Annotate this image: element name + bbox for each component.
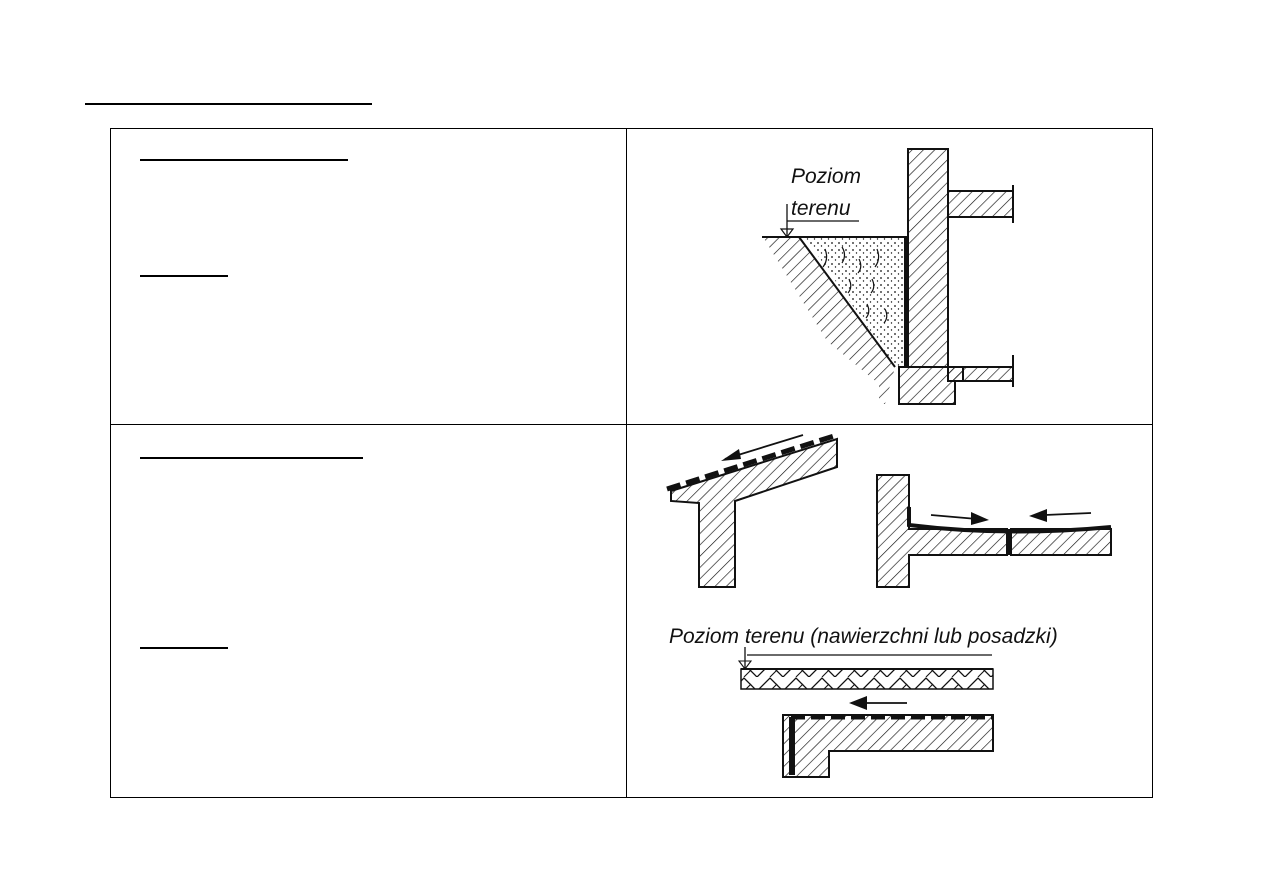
ground-surface-layer [740,668,994,690]
flat-roof-membrane [907,507,1112,534]
row1-subheading-underline [140,275,228,277]
ground-level-marker-icon [779,228,795,238]
table-frame [110,128,1153,798]
pitched-roof-section [670,437,838,588]
foundation-wall-drawing: Poziom terenu [762,148,1014,405]
backfill-fill [805,237,905,367]
pitched-roof-membrane [666,432,838,492]
excavation-slope-line [798,236,896,368]
underground-slab [782,714,994,778]
wall-waterproofing [904,237,909,367]
table-row-divider [110,424,1153,425]
upper-floor-slab [947,190,1014,218]
table-column-divider [626,128,627,798]
flat-roof-wall [876,474,1008,588]
foundation-wall [907,148,949,368]
flat-roof-arrow-right [930,514,978,520]
underground-wall-membrane [789,717,795,775]
page-title-underline [85,103,372,105]
row1-heading-underline [140,159,348,161]
ground-marker-icon [737,660,753,670]
ground-label-line1: Poziom [791,165,861,188]
ground-label-line2: terenu [791,197,851,220]
ground-level-label: Poziom terenu (nawierzchni lub posadzki) [669,625,1058,648]
flat-roof-arrow-left [1044,512,1092,516]
row2-subheading-underline [140,647,228,649]
wall-footing [898,366,964,405]
row2-heading-underline [140,457,363,459]
soil-hatch [763,237,895,404]
roof-and-slab-drawing: Poziom terenu (nawierzchni lub posadzki) [666,432,1112,778]
